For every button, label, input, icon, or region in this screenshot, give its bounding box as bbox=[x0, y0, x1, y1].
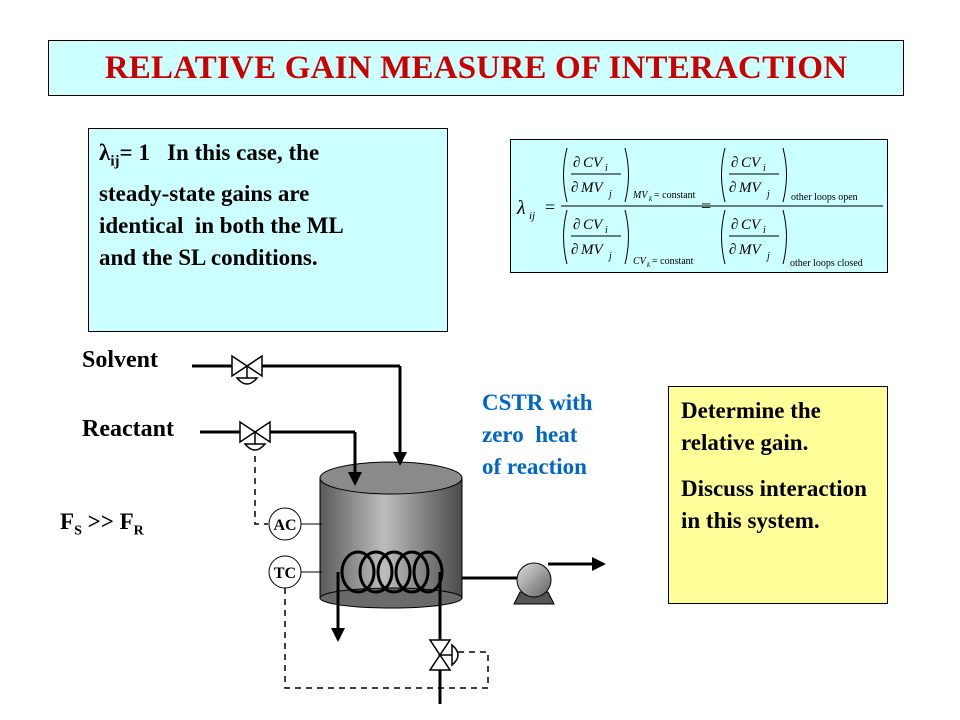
cstr-description: CSTR with zero heat of reaction bbox=[482, 387, 593, 483]
tc-signal-line bbox=[284, 588, 489, 689]
partial-symbol: ∂ bbox=[731, 155, 738, 171]
cv-label: CV bbox=[583, 155, 604, 171]
page-title: RELATIVE GAIN MEASURE OF INTERACTION bbox=[104, 49, 848, 86]
sub-j: j bbox=[765, 189, 770, 200]
info-line-3: identical in both the ML bbox=[99, 212, 344, 238]
mv-label: MV bbox=[580, 242, 604, 258]
fr-sub: R bbox=[133, 523, 144, 539]
task-determine: Determine the relative gain. bbox=[681, 398, 821, 455]
k-sub: k bbox=[647, 261, 651, 269]
numerator-right: ∂ CV i ∂ MV j other loops open bbox=[721, 147, 858, 203]
ac-label: AC bbox=[273, 517, 296, 534]
eq-equals-2: = bbox=[701, 196, 711, 216]
tc-controller bbox=[268, 555, 322, 589]
closed-text: other loops closed bbox=[790, 258, 863, 269]
lambda-equals: = 1 bbox=[119, 140, 150, 165]
pump-discharge-line bbox=[548, 557, 606, 571]
partial-symbol: ∂ bbox=[573, 217, 580, 233]
tc-label: TC bbox=[274, 565, 296, 582]
mv-label: MV bbox=[738, 242, 762, 258]
partial-symbol: ∂ bbox=[571, 242, 578, 258]
equation-box: λ ij = ∂ CV i ∂ MV j MV k = constant ∂ C… bbox=[510, 139, 888, 273]
flow-relation: FS >> FR bbox=[60, 509, 144, 540]
solvent-line bbox=[192, 364, 407, 466]
relative-gain-equation: λ ij = ∂ CV i ∂ MV j MV k = constant ∂ C… bbox=[516, 147, 883, 269]
title-box: RELATIVE GAIN MEASURE OF INTERACTION bbox=[48, 40, 904, 96]
reactant-line bbox=[200, 430, 362, 486]
paren-open bbox=[721, 209, 726, 265]
sub-i: i bbox=[763, 225, 766, 236]
paren-close bbox=[624, 209, 629, 265]
fs-f: F bbox=[60, 509, 75, 534]
paren-open bbox=[563, 147, 568, 203]
reactant-label: Reactant bbox=[82, 416, 174, 442]
fs-mid: >> F bbox=[81, 509, 134, 534]
partial-symbol: ∂ bbox=[729, 242, 736, 258]
task-discuss: Discuss interaction in this system. bbox=[681, 476, 867, 533]
info-line-4: and the SL conditions. bbox=[99, 244, 318, 270]
coolant-valve-icon bbox=[428, 639, 459, 671]
partial-symbol: ∂ bbox=[573, 155, 580, 171]
reactant-valve-icon bbox=[239, 420, 271, 451]
sub-i: i bbox=[763, 163, 766, 174]
denominator-left: ∂ CV i ∂ MV j CV k = constant bbox=[563, 209, 694, 269]
pump-icon bbox=[513, 562, 555, 605]
cv-label: CV bbox=[741, 155, 762, 171]
sub-j: j bbox=[607, 251, 612, 262]
partial-symbol: ∂ bbox=[729, 180, 736, 196]
coolant-coil-icon bbox=[336, 550, 444, 630]
info-line-2: steady-state gains are bbox=[99, 180, 310, 206]
lambda-symbol: λ bbox=[99, 140, 111, 165]
solvent-label: Solvent bbox=[82, 347, 159, 373]
sub-i: i bbox=[605, 163, 608, 174]
open-text: other loops open bbox=[791, 192, 858, 203]
task-box: Determine the relative gain. Discuss int… bbox=[668, 386, 888, 604]
info-line-1: λij= 1 In this case, the bbox=[99, 137, 447, 178]
cv-const-label: CV bbox=[633, 256, 648, 267]
paren-close bbox=[782, 147, 787, 203]
k-sub: k bbox=[649, 195, 653, 203]
info-box: λij= 1 In this case, the steady-state ga… bbox=[88, 128, 448, 332]
mv-label: MV bbox=[580, 180, 604, 196]
cv-label: CV bbox=[583, 217, 604, 233]
ac-signal-line bbox=[254, 456, 268, 525]
const-text: = constant bbox=[652, 256, 694, 267]
eq-lambda: λ bbox=[516, 197, 526, 219]
ac-controller bbox=[268, 507, 322, 541]
mv-const-label: MV bbox=[632, 190, 649, 201]
sub-j: j bbox=[765, 251, 770, 262]
paren-close bbox=[624, 147, 629, 203]
cstr-line-3: of reaction bbox=[482, 454, 587, 479]
cv-label: CV bbox=[741, 217, 762, 233]
sub-i: i bbox=[605, 225, 608, 236]
numerator-left: ∂ CV i ∂ MV j MV k = constant bbox=[563, 147, 696, 203]
fs-sub: S bbox=[74, 523, 82, 539]
lambda-subscript: ij bbox=[110, 153, 120, 170]
denominator-right: ∂ CV i ∂ MV j other loops closed bbox=[721, 209, 863, 269]
solvent-valve-icon bbox=[231, 354, 263, 385]
partial-symbol: ∂ bbox=[731, 217, 738, 233]
const-text: = constant bbox=[654, 190, 696, 201]
coolant-outlet-arrow bbox=[331, 628, 345, 642]
paren-open bbox=[563, 209, 568, 265]
partial-symbol: ∂ bbox=[571, 180, 578, 196]
mv-label: MV bbox=[738, 180, 762, 196]
cstr-line-2: zero heat bbox=[482, 422, 578, 447]
eq-equals-1: = bbox=[545, 197, 555, 217]
sub-j: j bbox=[607, 189, 612, 200]
cstr-line-1: CSTR with bbox=[482, 390, 593, 415]
paren-close bbox=[782, 209, 787, 265]
eq-lambda-sub: ij bbox=[529, 210, 535, 222]
info-line-1-text: In this case, the bbox=[167, 140, 320, 165]
paren-open bbox=[721, 147, 726, 203]
